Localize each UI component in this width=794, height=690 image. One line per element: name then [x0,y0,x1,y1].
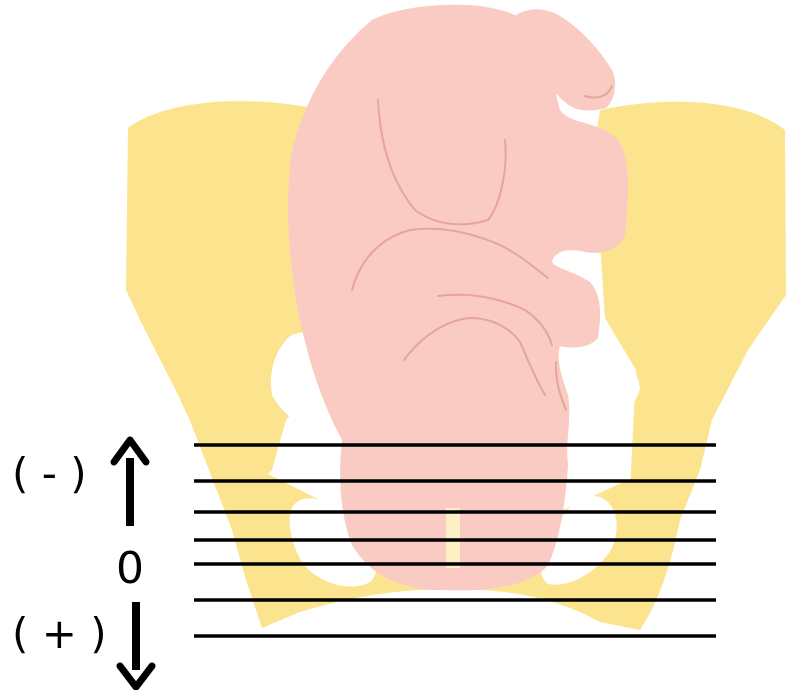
label-negative: ( - ) [12,449,87,498]
label-positive: ( + ) [12,609,107,658]
arrow-up-icon [114,440,146,526]
arrow-down-icon [120,602,152,687]
pubic-symphysis [446,508,460,568]
label-zero: 0 [116,543,144,594]
